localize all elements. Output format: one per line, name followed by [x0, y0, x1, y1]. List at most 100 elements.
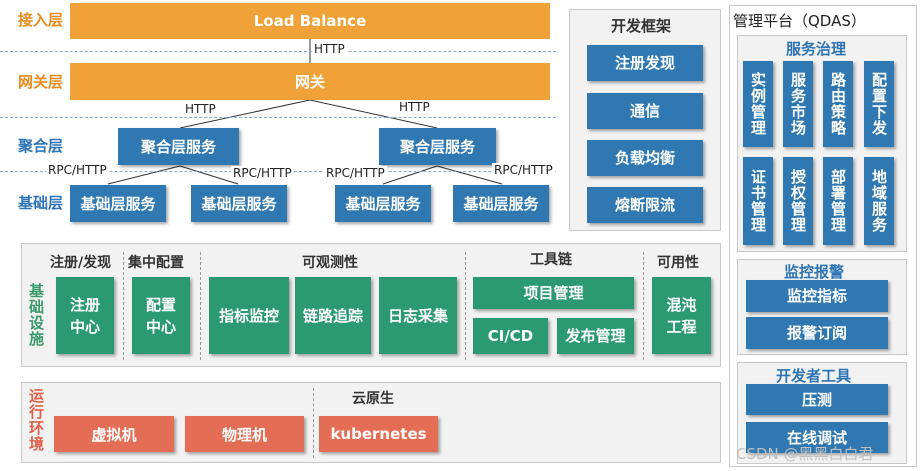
access-layer-label: 接入层: [18, 11, 64, 29]
registry-center-box: 注册中心: [56, 277, 114, 354]
dev-framework-item: 注册发现: [587, 45, 703, 81]
toolchain-item: CI/CD: [473, 318, 548, 354]
monitoring-item-label: 报警订阅: [786, 324, 847, 342]
dev-framework-item: 熔断限流: [587, 187, 703, 223]
governance-item: 证书管理: [743, 157, 773, 245]
config-center-box: 配置中心: [132, 277, 190, 354]
registry-title: 注册/发现: [50, 255, 112, 271]
runtime-item: 虚拟机: [54, 416, 174, 452]
observability-item: 日志采集: [379, 277, 457, 354]
availability-title: 可用性: [657, 255, 699, 271]
protocol-label: HTTP: [312, 42, 347, 56]
runtime-item: 物理机: [185, 416, 304, 452]
chaos-engineering-label: 混沌工程: [666, 295, 697, 336]
observability-item: 指标监控: [209, 277, 289, 354]
protocol-label: RPC/HTTP: [492, 163, 555, 177]
kubernetes-box: kubernetes: [319, 416, 438, 452]
basic-service-box: 基础层服务: [453, 185, 549, 222]
section-separator: [200, 252, 201, 360]
toolchain-item: 发布管理: [557, 318, 634, 354]
toolchain-item: 项目管理: [473, 277, 634, 309]
governance-item: 路由策略: [823, 61, 853, 147]
gateway-bar: 网关: [70, 63, 550, 100]
section-separator: [465, 252, 466, 360]
toolchain-item-label: 发布管理: [565, 327, 626, 345]
gateway-layer-label: 网关层: [18, 73, 64, 91]
governance-item: 授权管理: [783, 157, 813, 245]
aggregation-service-box: 聚合层服务: [118, 128, 239, 165]
protocol-label: RPC/HTTP: [231, 166, 294, 180]
dev-framework-item-label: 熔断限流: [614, 196, 675, 214]
governance-item-label: 配置下发: [870, 72, 888, 136]
governance-item-label: 地域服务: [870, 169, 888, 233]
toolchain-item-label: 项目管理: [523, 284, 584, 302]
dev-framework-item-label: 负载均衡: [614, 149, 675, 167]
aggregation-service-label: 聚合层服务: [399, 137, 475, 156]
aggregation-service-box: 聚合层服务: [379, 128, 496, 165]
basic-service-box: 基础层服务: [335, 185, 431, 222]
dev-framework-item: 通信: [587, 93, 703, 129]
governance-item-label: 实例管理: [749, 72, 767, 136]
registry-center-label: 注册中心: [69, 295, 100, 336]
basic-layer-label: 基础层: [18, 194, 64, 212]
governance-item-label: 部署管理: [829, 169, 847, 233]
monitoring-title: 监控报警: [784, 263, 845, 281]
observability-item-label: 日志采集: [387, 306, 448, 325]
governance-item-label: 路由策略: [829, 72, 847, 136]
governance-item: 服务市场: [783, 61, 813, 147]
basic-service-label: 基础层服务: [345, 194, 421, 213]
dev-framework-item-label: 通信: [629, 102, 660, 120]
watermark: CSDN @黑黑白白君: [736, 445, 874, 463]
governance-title: 服务治理: [786, 40, 847, 58]
governance-item-label: 授权管理: [789, 169, 807, 233]
basic-service-box: 基础层服务: [191, 185, 287, 222]
governance-item-label: 证书管理: [749, 169, 767, 233]
governance-item-label: 服务市场: [789, 72, 807, 136]
dev-tools-item-label: 压测: [801, 390, 832, 409]
load-balance-label: Load Balance: [253, 12, 367, 30]
monitoring-item-label: 监控指标: [786, 287, 847, 305]
toolchain-title: 工具链: [530, 252, 572, 268]
config-center-label: 配置中心: [145, 295, 176, 336]
observability-item-label: 指标监控: [218, 306, 279, 325]
section-separator: [313, 388, 314, 458]
dev-framework-item: 负载均衡: [587, 140, 703, 176]
section-separator: [643, 252, 644, 360]
aggregation-layer-label: 聚合层: [18, 137, 64, 155]
governance-item: 部署管理: [823, 157, 853, 245]
basic-service-label: 基础层服务: [463, 194, 539, 213]
section-separator: [123, 252, 124, 360]
protocol-label: RPC/HTTP: [46, 163, 109, 177]
dev-framework-item-label: 注册发现: [614, 54, 675, 72]
config-title: 集中配置: [128, 255, 184, 271]
protocol-label: RPC/HTTP: [324, 166, 387, 180]
protocol-label: HTTP: [397, 100, 432, 114]
dev-framework-title: 开发框架: [611, 17, 672, 35]
basic-service-label: 基础层服务: [201, 194, 277, 213]
governance-item: 实例管理: [743, 61, 773, 147]
runtime-item-label: 虚拟机: [91, 425, 137, 444]
cloud-native-title: 云原生: [352, 391, 394, 407]
observability-item: 链路追踪: [295, 277, 371, 354]
chaos-engineering-box: 混沌工程: [652, 277, 711, 354]
runtime-item-label: 物理机: [221, 425, 267, 444]
observability-item-label: 链路追踪: [302, 306, 363, 325]
gateway-label: 网关: [294, 73, 325, 91]
management-platform-title: 管理平台（QDAS）: [733, 12, 866, 30]
protocol-label: HTTP: [183, 102, 218, 116]
governance-item: 配置下发: [864, 61, 894, 147]
load-balance-bar: Load Balance: [70, 3, 550, 39]
dev-tools-item: 在线调试: [746, 422, 888, 453]
dev-tools-item: 压测: [746, 384, 888, 415]
monitoring-item: 报警订阅: [746, 317, 888, 349]
infrastructure-label: 基础设施: [27, 283, 45, 347]
basic-service-box: 基础层服务: [70, 185, 166, 222]
dev-tools-item-label: 在线调试: [786, 428, 847, 447]
layer-separator: [0, 51, 556, 52]
governance-item: 地域服务: [864, 157, 894, 245]
runtime-label: 运行环境: [27, 388, 45, 452]
monitoring-item: 监控指标: [746, 280, 888, 312]
toolchain-item-label: CI/CD: [487, 327, 534, 345]
observability-title: 可观测性: [302, 255, 358, 271]
